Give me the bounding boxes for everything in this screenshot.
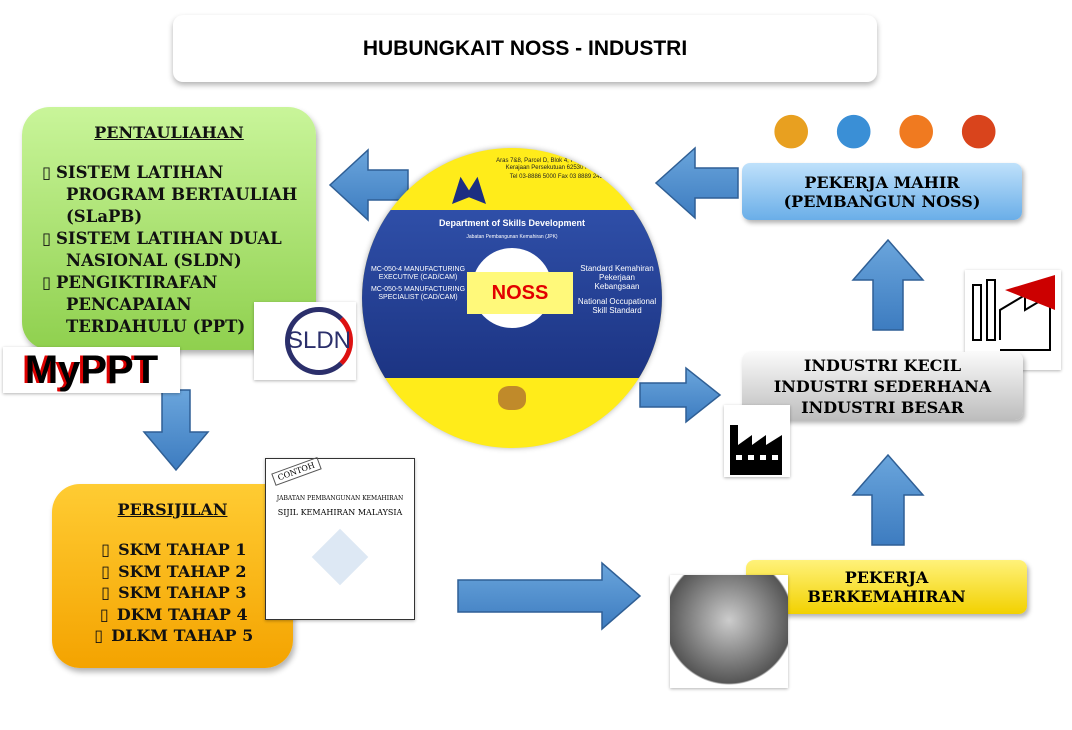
bullet-icon: ▯ — [42, 273, 52, 292]
worker-icon: ● — [959, 103, 998, 154]
bullet-icon: ▯ — [101, 540, 110, 559]
pentauliahan-heading: PENTAULIAHAN — [94, 123, 244, 142]
workers-icons: ● ● ● ● — [760, 100, 1010, 158]
pentauliahan-box: PENTAULIAHAN ▯SISTEM LATIHAN PROGRAM BER… — [22, 107, 316, 350]
persijilan-heading: PERSIJILAN — [117, 500, 228, 519]
persijilan-box: PERSIJILAN ▯ SKM TAHAP 1 ▯ SKM TAHAP 2 ▯… — [52, 484, 293, 668]
arrow-up-top — [851, 238, 925, 331]
arrow-right-middle — [639, 366, 722, 424]
list-item: ▯SISTEM LATIHAN PROGRAM BERTAULIAH (SLaP… — [42, 163, 298, 226]
coat-of-arms-icon — [498, 386, 526, 410]
arrow-up-bottom — [851, 453, 925, 546]
jpk-logo-icon — [452, 176, 486, 204]
pekerja-berkemahiran-box: PEKERJA BERKEMAHIRAN — [746, 560, 1027, 614]
bullet-icon: ▯ — [94, 626, 104, 645]
arrow-down-left — [142, 389, 210, 472]
bullet-icon: ▯ — [101, 583, 110, 602]
worker-icon: ● — [772, 103, 811, 154]
list-item: ▯ SKM TAHAP 2 — [52, 561, 293, 583]
disc-address-block: Aras 7&8, Parcel D, Blok 4, Pusat Pentad… — [496, 158, 620, 180]
list-item: ▯ SKM TAHAP 1 — [52, 539, 293, 561]
bullet-icon: ▯ — [99, 604, 109, 624]
page-title: HUBUNGKAIT NOSS - INDUSTRI — [173, 15, 877, 82]
bullet-icon: ▯ — [42, 229, 52, 248]
list-item: ▯SISTEM LATIHAN DUAL NASIONAL (SLDN) — [42, 229, 282, 270]
list-item: ▯PENGIKTIRAFAN PENCAPAIAN TERDAHULU (PPT… — [42, 273, 246, 336]
arrow-left-right — [654, 146, 739, 220]
noss-label: NOSS — [467, 272, 573, 314]
worker-icon: ● — [897, 103, 936, 154]
bullet-icon: ▯ — [101, 561, 110, 581]
noss-disc: Aras 7&8, Parcel D, Blok 4, Pusat Pentad… — [362, 148, 662, 448]
bullet-icon: ▯ — [42, 163, 52, 182]
disc-right-block: Standard Kemahiran Pekerjaan Kebangsaan … — [577, 264, 657, 315]
disc-left-block: MC-050-4 MANUFACTURING EXECUTIVE (CAD/CA… — [370, 266, 466, 301]
myppt-logo: MyPPT — [3, 347, 180, 393]
pekerja-mahir-box: PEKERJA MAHIR (PEMBANGUN NOSS) — [742, 163, 1022, 220]
list-item: ▯ DKM TAHAP 4 — [52, 604, 293, 626]
factory-icon — [724, 405, 790, 477]
worker-icon: ● — [834, 103, 873, 154]
list-item: ▯ DLKM TAHAP 5 — [52, 625, 293, 647]
arrow-right-bottom — [457, 561, 642, 631]
sldn-logo: SLDN — [254, 302, 356, 380]
workers-group-image — [670, 575, 788, 688]
certificate-image: CONTOH JABATAN PEMBANGUNAN KEMAHIRAN SIJ… — [265, 457, 415, 620]
list-item: ▯ SKM TAHAP 3 — [52, 582, 293, 604]
